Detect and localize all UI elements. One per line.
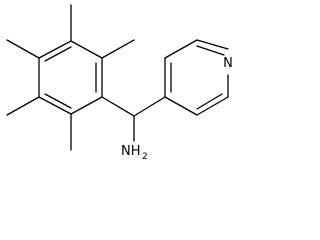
bond [38,40,72,59]
methyl-bond [101,39,135,59]
double-bond-inner [44,46,72,62]
bond [133,96,166,117]
double-bond-inner [196,93,223,110]
amine-nitrogen-label: NH [121,144,141,159]
bond [70,96,103,115]
bond [196,39,229,50]
atom-labels: N NH 2 [121,56,233,162]
methyl-bond [6,96,40,116]
molecule-drawing: N NH 2 [6,4,233,162]
bond [101,96,135,117]
methyl-bond [6,39,40,59]
bond [164,39,198,59]
double-bond-inner [44,93,72,109]
bond [196,96,229,116]
double-bond-inner [196,45,225,56]
bond [38,96,72,115]
pyridine-nitrogen-label: N [223,56,233,71]
bond [164,96,198,116]
bond-lines [6,4,229,151]
amine-subscript-label: 2 [142,152,148,162]
bond [70,40,103,59]
